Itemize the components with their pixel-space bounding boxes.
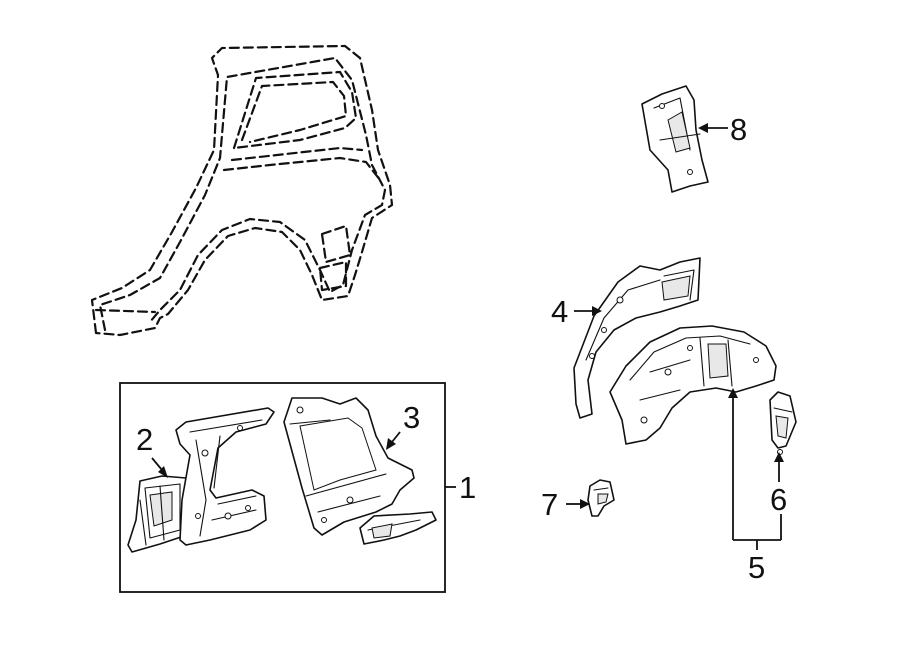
part-7-clip bbox=[587, 479, 615, 517]
callout-4: 4 bbox=[551, 294, 568, 329]
part-2-reinforcement bbox=[127, 475, 189, 553]
part-1-inner-pillar bbox=[175, 407, 275, 546]
callout-3: 3 bbox=[403, 400, 420, 435]
callout-8: 8 bbox=[730, 112, 747, 147]
part-1-bracket bbox=[359, 511, 437, 545]
quarter-panel-outline bbox=[90, 44, 394, 337]
callout-5: 5 bbox=[748, 550, 765, 585]
part-6-bracket bbox=[769, 391, 797, 455]
leader-lines bbox=[151, 123, 784, 550]
callout-7: 7 bbox=[541, 487, 558, 522]
part-8-upper-bracket bbox=[641, 85, 709, 193]
part-5-wheelhouse-inner bbox=[609, 325, 777, 445]
callout-2: 2 bbox=[136, 422, 153, 457]
callout-labels: 1 2 3 4 5 6 7 8 bbox=[136, 112, 787, 585]
part-3-inner-quarter-panel bbox=[283, 397, 415, 536]
callout-1: 1 bbox=[459, 470, 476, 505]
callout-6: 6 bbox=[770, 482, 787, 517]
part-4-wheelhouse-outer bbox=[573, 257, 701, 419]
